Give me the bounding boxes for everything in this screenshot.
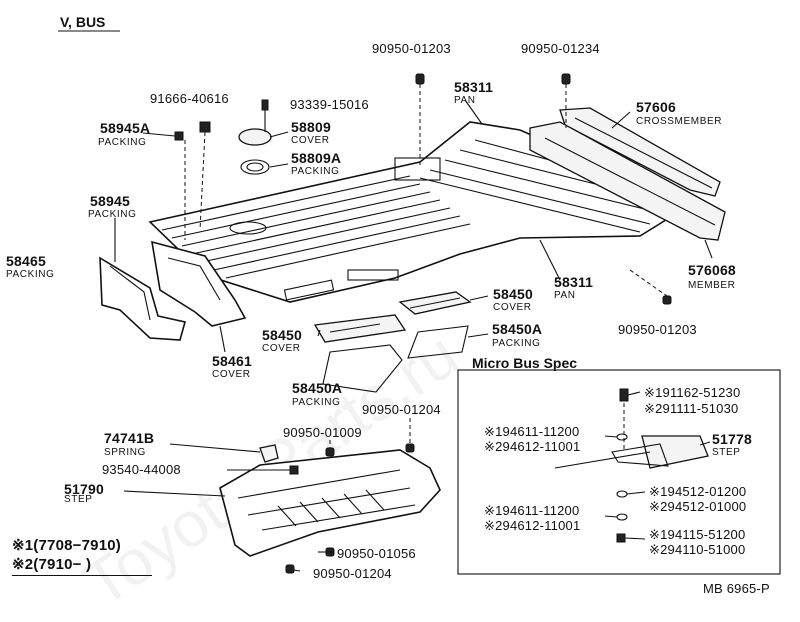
part-90950-01203-top: 90950-01203 (372, 41, 451, 56)
part-58461: 58461 (212, 353, 252, 369)
spec-item-2: ※291111-51030 (644, 401, 739, 416)
page-title: V, BUS (60, 14, 106, 30)
part-90950-01203-mid: 90950-01203 (618, 322, 697, 337)
part-576068-name: MEMBER (688, 280, 736, 291)
part-51790: 51790 (64, 481, 104, 497)
part-57606-name: CROSSMEMBER (636, 116, 723, 127)
legend-row-2-underline (12, 575, 152, 576)
part-58945: 58945 (90, 193, 130, 209)
leader-lines (114, 84, 713, 572)
part-74741B-name: SPRING (104, 447, 146, 458)
part-91666-40616: 91666-40616 (150, 91, 229, 106)
part-90950-01009: 90950-01009 (283, 425, 362, 440)
part-58465: 58465 (6, 253, 46, 269)
part-90950-01056: 90950-01056 (337, 546, 416, 561)
spec-item-9: ※194115-51200 (649, 527, 746, 542)
part-90950-01204-top: 90950-01204 (362, 402, 441, 417)
part-58465-name: PACKING (6, 269, 55, 280)
spec-item-7: ※194611-11200 (484, 503, 580, 518)
micro-bus-spec-box (457, 369, 781, 575)
part-58461-name: COVER (212, 369, 251, 380)
part-51778: 51778 (712, 431, 752, 447)
part-58311-top: 58311 (454, 79, 494, 95)
spec-item-10: ※294110-51000 (649, 542, 746, 557)
fasteners-drawing (174, 73, 672, 574)
part-51778-name: STEP (712, 447, 741, 458)
part-58450A-right-name: PACKING (492, 338, 541, 349)
side-cover-drawing (99, 240, 247, 341)
spec-item-6: ※294512-01000 (649, 499, 747, 514)
part-90950-01204-bottom: 90950-01204 (313, 566, 392, 581)
part-58945A-name: PACKING (98, 137, 147, 148)
part-51790-name: STEP (64, 494, 93, 505)
part-58450-mid: 58450 (262, 327, 302, 343)
part-58809: 58809 (291, 119, 331, 135)
spec-item-8: ※294612-11001 (484, 518, 581, 533)
spec-item-1: ※191162-51230 (644, 385, 741, 400)
figure-code: MB 6965-P (703, 581, 770, 596)
part-57606: 57606 (636, 99, 676, 115)
spec-item-5: ※194512-01200 (649, 484, 747, 499)
part-58450A-left-name: PACKING (292, 397, 341, 408)
part-93540-44008: 93540-44008 (102, 462, 181, 477)
part-58945A: 58945A (100, 120, 151, 136)
part-58809A-name: PACKING (291, 166, 340, 177)
part-58945-name: PACKING (88, 209, 137, 220)
legend-row-2: ※2(7910− ) (12, 556, 92, 573)
covers-58450-drawing (313, 291, 472, 393)
spec-item-4: ※294612-11001 (484, 439, 581, 454)
part-74741B: 74741B (104, 430, 155, 446)
part-58311-top-name: PAN (454, 95, 476, 106)
part-58450-right-name: COVER (493, 302, 532, 313)
micro-bus-spec-title: Micro Bus Spec (472, 355, 578, 371)
part-90950-01234: 90950-01234 (521, 41, 600, 56)
part-58450-mid-name: COVER (262, 343, 301, 354)
part-93339-15016: 93339-15016 (290, 97, 369, 112)
part-58450A-left: 58450A (292, 380, 343, 396)
part-58450-right: 58450 (493, 286, 533, 302)
spec-item-3: ※194611-11200 (484, 424, 580, 439)
part-58450A-right: 58450A (492, 321, 543, 337)
part-58311-mid-name: PAN (554, 290, 576, 301)
part-58809A: 58809A (291, 150, 342, 166)
legend-row-1: ※1(7708−7910) (12, 537, 121, 554)
step-51790-drawing (219, 449, 441, 557)
part-58809-name: COVER (291, 135, 330, 146)
part-58311-mid: 58311 (554, 274, 594, 290)
crossmember-drawing (529, 107, 726, 241)
part-576068: 576068 (688, 262, 736, 278)
